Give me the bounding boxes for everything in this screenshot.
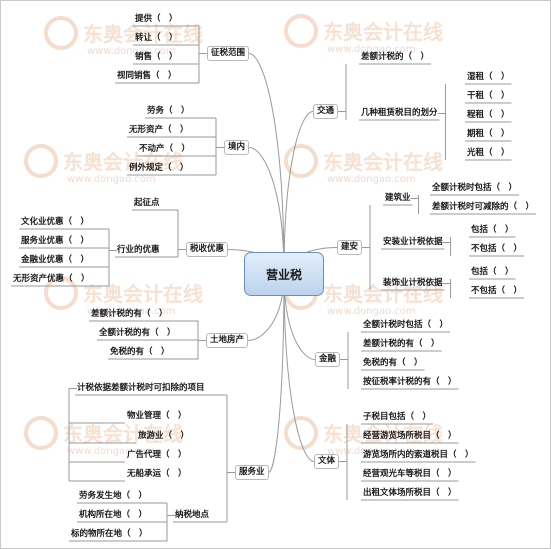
watermark-url: www.dongao.com [87, 46, 176, 57]
node-wenhuaye-youhui[interactable]: 文化业优惠（ ） [21, 217, 90, 227]
node-wenti[interactable]: 文体 [314, 454, 340, 469]
node-guangguangche[interactable]: 经营观光车等税目（ ） [363, 469, 457, 479]
node-shitong-xiaoshou[interactable]: 视同销售（ ） [117, 71, 177, 81]
node-zishuimu[interactable]: 子税目包括（ ） [363, 412, 432, 422]
node-wuchuan-chengyun[interactable]: 无船承运（ ） [127, 469, 187, 479]
node-tudi-quane[interactable]: 全额计税的有（ ） [99, 328, 176, 338]
node-jianzhu-chae[interactable]: 差额计税时可减除的（ ） [432, 202, 535, 212]
node-budongchan[interactable]: 不动产（ ） [139, 144, 191, 154]
node-fuwuye-youhui[interactable]: 服务业优惠（ ） [21, 236, 90, 246]
node-wuxing-zichan[interactable]: 无形资产（ ） [129, 125, 189, 135]
node-jinrong[interactable]: 金融 [315, 352, 341, 367]
node-jinrong-mianshui[interactable]: 免税的有（ ） [363, 358, 423, 368]
node-suodao-shuimu[interactable]: 游览场所内的索道税目（ ） [363, 450, 474, 460]
node-chengzu[interactable]: 程租（ ） [467, 110, 510, 120]
node-jinrong-quane[interactable]: 全额计税时包括（ ） [363, 320, 449, 330]
watermark-url: www.dongao.com [327, 44, 416, 55]
watermark-logo [24, 416, 58, 450]
node-biaodewu-suozaidi[interactable]: 标的物所在地（ ） [71, 529, 148, 539]
node-tigong[interactable]: 提供（ ） [135, 14, 178, 24]
node-zhuangshi-jishui[interactable]: 装饰业计税依据 [383, 278, 443, 288]
node-jinrong-zhengshuilv[interactable]: 按征税率计税的有（ ） [363, 377, 457, 387]
node-jiaotong[interactable]: 交通 [313, 104, 339, 119]
watermark-url: www.dongao.com [87, 306, 176, 317]
node-shuishou-youhui[interactable]: 税收优惠 [186, 242, 229, 257]
watermark-logo [284, 14, 318, 48]
watermark-brand: 东奥会计在线 [323, 422, 443, 446]
node-tudi-mianshui[interactable]: 免税的有（ ） [110, 347, 170, 357]
watermark-brand: 东奥会计在线 [323, 20, 443, 44]
node-jiaotong-chae[interactable]: 差额计税的（ ） [361, 52, 430, 62]
watermark-logo [44, 16, 78, 50]
watermark-logo [284, 416, 318, 450]
node-anzhuang-bubaokuo[interactable]: 不包括（ ） [471, 244, 523, 254]
watermark-brand: 东奥会计在线 [63, 422, 183, 446]
node-jianzhu-quane[interactable]: 全额计税时包括（ ） [432, 183, 518, 193]
node-shizu[interactable]: 湿租（ ） [467, 72, 510, 82]
branch-connector [248, 147, 285, 275]
watermark-url: www.dongao.com [327, 306, 416, 317]
watermark-brand: 东奥会计在线 [323, 150, 443, 174]
node-liwai-guiding[interactable]: 例外规定（ ） [129, 163, 189, 173]
branch-connector [283, 111, 314, 275]
watermark-brand: 东奥会计在线 [323, 282, 443, 306]
node-laowu[interactable]: 劳务（ ） [147, 106, 190, 116]
node-xiaoshou[interactable]: 销售（ ） [135, 52, 178, 62]
node-youlan-changsuo[interactable]: 经营游览场所税目（ ） [363, 431, 457, 441]
node-wuxing-zichan-youhui[interactable]: 无形资产优惠（ ） [13, 274, 90, 284]
node-fuwuye[interactable]: 服务业 [235, 465, 269, 480]
node-zhengshui-fanwei[interactable]: 征税范围 [207, 46, 250, 61]
node-jinrong-chae[interactable]: 差额计税的有（ ） [363, 339, 440, 349]
watermark-logo [44, 276, 78, 310]
watermark-logo [24, 144, 58, 178]
watermark-url: www.dongao.com [67, 446, 156, 457]
node-hangye-youhui[interactable]: 行业的优惠 [117, 245, 160, 255]
watermark-url: www.dongao.com [67, 174, 156, 185]
node-nashui-didian[interactable]: 纳税地点 [175, 510, 210, 520]
node-zulin-huafen[interactable]: 几种租赁税目的划分 [361, 108, 438, 118]
node-laowu-fashengdi[interactable]: 劳务发生地（ ） [79, 491, 148, 501]
node-qizu[interactable]: 期租（ ） [467, 129, 510, 139]
node-jinrongye-youhui[interactable]: 金融业优惠（ ） [21, 255, 90, 265]
node-guangzu[interactable]: 光租（ ） [467, 148, 510, 158]
node-jigou-suozaidi[interactable]: 机构所在地（ ） [79, 510, 148, 520]
node-jianan[interactable]: 建安 [337, 240, 363, 255]
node-guanggao-daili[interactable]: 广告代理（ ） [127, 450, 187, 460]
branch-connector [268, 273, 285, 473]
watermark-logo [284, 144, 318, 178]
node-tudi-chae[interactable]: 差额计税的有（ ） [91, 309, 168, 319]
node-jianzhuye[interactable]: 建筑业 [385, 193, 411, 203]
node-zhuangshi-baokuo[interactable]: 包括（ ） [471, 267, 514, 277]
node-jingnei[interactable]: 境内 [224, 140, 250, 155]
watermark-brand: 东奥会计在线 [63, 150, 183, 174]
node-chuzu-wenti[interactable]: 出租文体场所税目（ ） [363, 488, 457, 498]
node-chae-kouchu-xiangmu[interactable]: 计税依据差额计税时可扣除的项目 [77, 383, 205, 393]
node-ganzu[interactable]: 干租（ ） [467, 91, 510, 101]
node-tudi-fangchan[interactable]: 土地房产 [206, 333, 249, 348]
node-wuye-guanli[interactable]: 物业管理（ ） [127, 411, 187, 421]
node-anzhuang-baokuo[interactable]: 包括（ ） [471, 225, 514, 235]
node-zhuanrang[interactable]: 转让（ ） [135, 33, 178, 43]
branch-connector [283, 273, 315, 462]
node-zhuangshi-bubaokuo[interactable]: 不包括（ ） [471, 286, 523, 296]
node-anzhuang-jishui[interactable]: 安装业计税依据 [383, 237, 443, 247]
node-lvyouye[interactable]: 旅游业（ ） [138, 431, 190, 441]
watermark-url: www.dongao.com [327, 174, 416, 185]
watermark-url: www.dongao.com [327, 446, 416, 457]
center-node[interactable]: 营业税 [244, 252, 324, 296]
node-qizhengdian[interactable]: 起征点 [134, 198, 160, 208]
branch-connector [248, 53, 285, 275]
